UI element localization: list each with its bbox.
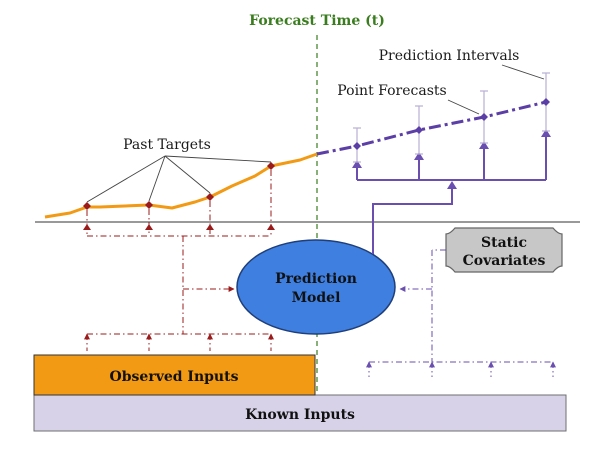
static-covariates-label-line2: Covariates bbox=[463, 253, 546, 269]
past-target-marker bbox=[206, 193, 214, 201]
known-inputs-bar bbox=[33, 394, 567, 432]
point-forecast-line bbox=[316, 100, 547, 156]
observed-inputs-label: Observed Inputs bbox=[110, 369, 239, 385]
past-target-marker bbox=[83, 202, 91, 210]
point-forecasts-pointer bbox=[447, 99, 480, 115]
model-output-connector bbox=[356, 133, 547, 254]
past-target-marker bbox=[267, 162, 275, 170]
static-covariates-box bbox=[445, 227, 563, 273]
known-inputs-label: Known Inputs bbox=[245, 407, 355, 423]
past-targets-pointers bbox=[86, 155, 272, 203]
past-target-feed bbox=[84, 170, 274, 351]
point-forecast-marker bbox=[353, 142, 361, 150]
known-inputs-feed bbox=[366, 249, 556, 377]
model-output-arrowheads bbox=[352, 129, 551, 189]
point-forecast-markers bbox=[353, 98, 550, 150]
past-targets-label: Past Targets bbox=[123, 137, 211, 153]
prediction-model-label-line1: Prediction bbox=[275, 271, 357, 287]
point-forecasts-label: Point Forecasts bbox=[337, 83, 446, 99]
point-forecast-marker bbox=[480, 113, 488, 121]
prediction-intervals-label: Prediction Intervals bbox=[379, 48, 520, 64]
past-target-up-arrowheads bbox=[83, 224, 275, 230]
observed-inputs-bar bbox=[33, 354, 316, 396]
prediction-intervals-pointer bbox=[501, 64, 545, 80]
past-target-marker bbox=[145, 201, 153, 209]
prediction-model-label-line2: Model bbox=[292, 290, 341, 306]
point-forecast-marker bbox=[415, 126, 423, 134]
static-covariates-label-line1: Static bbox=[481, 235, 527, 251]
past-target-markers bbox=[83, 162, 275, 210]
point-forecast-marker bbox=[542, 98, 550, 106]
prediction-model-node bbox=[236, 239, 396, 335]
forecast-time-label: Forecast Time (t) bbox=[249, 13, 385, 29]
